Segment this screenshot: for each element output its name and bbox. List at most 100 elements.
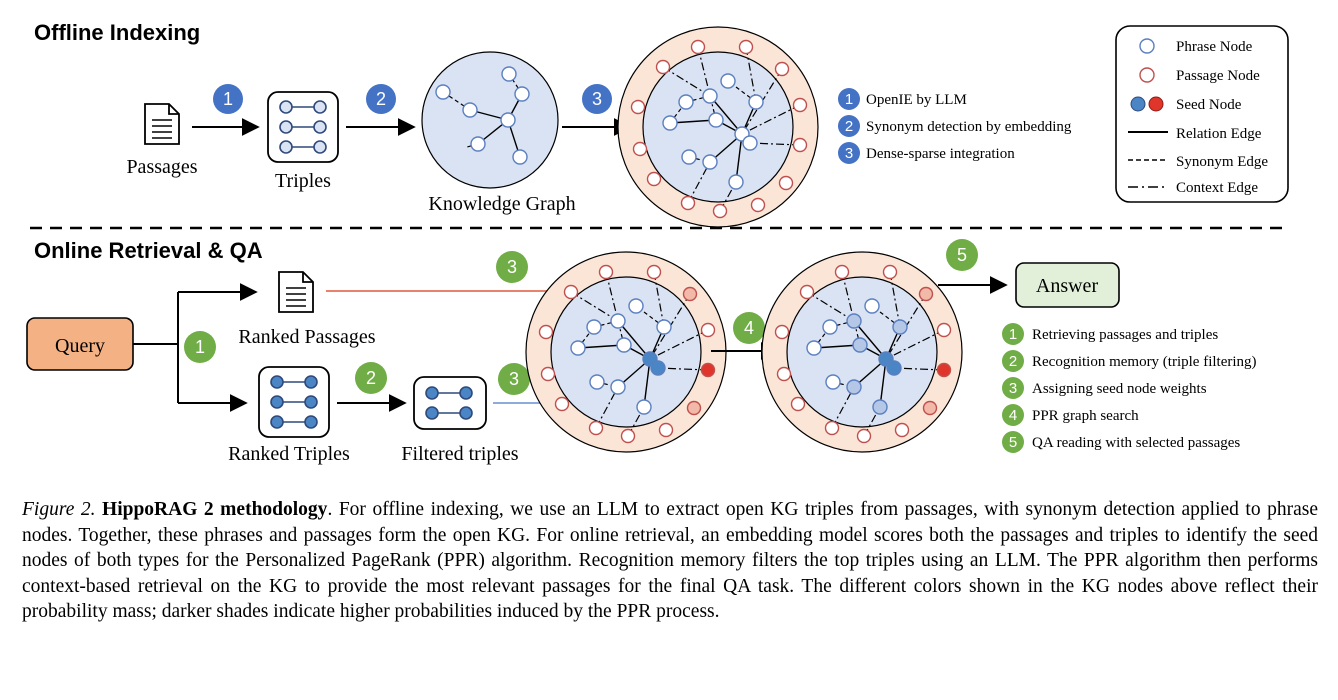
legend-passage-node: Passage Node — [1139, 67, 1260, 84]
phrase-node — [662, 115, 678, 131]
legend: Phrase Node Passage Node Seed Node Relat… — [1115, 25, 1289, 203]
phrase-node — [886, 360, 902, 376]
svg-text:2: 2 — [1009, 353, 1017, 370]
passage-node — [686, 400, 702, 416]
phrase-node — [872, 399, 888, 415]
passage-node — [824, 420, 840, 436]
phrase-node — [656, 319, 672, 335]
answer-box: Answer — [1015, 262, 1120, 308]
phrase-node — [610, 313, 626, 329]
phrase-node — [742, 135, 758, 151]
caption-title: HippoRAG 2 methodology — [102, 499, 328, 520]
svg-text:1: 1 — [223, 89, 233, 109]
ranked-triples-label: Ranked Triples — [228, 443, 350, 465]
phrase-node — [678, 94, 694, 110]
context-edge — [741, 104, 801, 135]
svg-text:1: 1 — [845, 91, 853, 108]
open-kg-graph-seeded — [525, 251, 727, 453]
phrase-node — [650, 360, 666, 376]
query-label: Query — [55, 335, 105, 357]
knowledge-graph — [421, 51, 559, 189]
relation-edge — [853, 320, 887, 360]
online-step-list-item-4: 4 PPR graph search — [1002, 404, 1139, 426]
passage-node — [540, 366, 556, 382]
online-step-5-badge: 5 — [946, 239, 978, 271]
passage-node — [799, 284, 815, 300]
passage-node — [620, 428, 636, 444]
passage-node — [655, 59, 671, 75]
passage-node — [918, 286, 934, 302]
passage-node — [792, 97, 808, 113]
svg-text:2: 2 — [366, 368, 376, 388]
open-kg-graph-offline — [617, 26, 819, 228]
svg-text:Context Edge: Context Edge — [1176, 180, 1258, 196]
relation-edge — [735, 133, 743, 183]
passage-node — [774, 324, 790, 340]
passage-node — [936, 362, 952, 378]
online-step-list: 1 Retrieving passages and triples 2 Reco… — [1002, 323, 1257, 453]
phrase-node — [846, 313, 862, 329]
svg-text:Seed Node: Seed Node — [1176, 97, 1242, 113]
passage-node — [658, 422, 674, 438]
ranked-passages-label: Ranked Passages — [238, 326, 375, 348]
svg-text:3: 3 — [509, 369, 519, 389]
passage-node — [682, 286, 698, 302]
offline-step-1-badge: 1 — [213, 84, 243, 114]
triples-icon — [267, 91, 339, 163]
context-edge — [662, 66, 711, 97]
ranked-passages-doc-icon — [278, 271, 314, 313]
online-step-list-item-1: 1 Retrieving passages and triples — [1002, 323, 1218, 345]
passage-node — [588, 420, 604, 436]
svg-text:3: 3 — [845, 145, 853, 162]
passages-doc-icon — [144, 103, 180, 145]
filtered-triples-icon — [413, 376, 487, 430]
svg-text:4: 4 — [1009, 407, 1017, 424]
passage-node — [774, 61, 790, 77]
context-edge — [697, 46, 717, 121]
svg-text:2: 2 — [845, 118, 853, 135]
relation-edge — [709, 95, 743, 135]
svg-text:1: 1 — [1009, 326, 1017, 343]
phrase-node — [825, 374, 841, 390]
passage-node — [554, 396, 570, 412]
svg-text:1: 1 — [195, 337, 205, 357]
legend-phrase-node: Phrase Node — [1139, 38, 1253, 55]
phrase-node — [708, 112, 724, 128]
passage-node — [700, 322, 716, 338]
context-edge — [605, 271, 625, 346]
query-box: Query — [26, 317, 134, 371]
phrase-node — [616, 337, 632, 353]
legend-relation-edge: Relation Edge — [1128, 126, 1262, 142]
svg-text:Recognition memory (triple fil: Recognition memory (triple filtering) — [1032, 354, 1257, 370]
offline-step-list-item-3: 3 Dense-sparse integration — [838, 142, 1015, 164]
svg-text:PPR graph search: PPR graph search — [1032, 408, 1139, 424]
svg-text:3: 3 — [1009, 380, 1017, 397]
online-step-list-item-3: 3 Assigning seed node weights — [1002, 377, 1207, 399]
caption-text: . For offline indexing, we use an LLM to… — [22, 499, 1318, 622]
figure-caption: Figure 2. HippoRAG 2 methodology. For of… — [22, 497, 1318, 625]
svg-text:5: 5 — [1009, 434, 1017, 451]
passage-node — [700, 362, 716, 378]
svg-text:QA reading with selected passa: QA reading with selected passages — [1032, 435, 1240, 451]
phrase-node — [748, 94, 764, 110]
context-edge — [831, 386, 855, 429]
offline-step-3-badge: 3 — [582, 84, 612, 114]
svg-text:3: 3 — [592, 89, 602, 109]
phrase-node — [681, 149, 697, 165]
svg-text:Synonym Edge: Synonym Edge — [1176, 154, 1268, 170]
phrase-node — [846, 379, 862, 395]
phrase-node — [702, 88, 718, 104]
phrase-node — [852, 337, 868, 353]
svg-text:4: 4 — [744, 318, 754, 338]
context-edge — [649, 329, 709, 360]
knowledge-graph-label: Knowledge Graph — [428, 193, 575, 215]
passage-node — [646, 171, 662, 187]
phrase-node — [636, 399, 652, 415]
online-retrieval-title: Online Retrieval & QA — [34, 238, 263, 263]
svg-text:Passage Node: Passage Node — [1176, 68, 1260, 84]
passage-node — [538, 324, 554, 340]
passage-node — [882, 264, 898, 280]
phrase-node — [864, 298, 880, 314]
offline-step-list: 1 OpenIE by LLM 2 Synonym detection by e… — [838, 88, 1072, 164]
legend-synonym-edge: Synonym Edge — [1128, 154, 1268, 170]
